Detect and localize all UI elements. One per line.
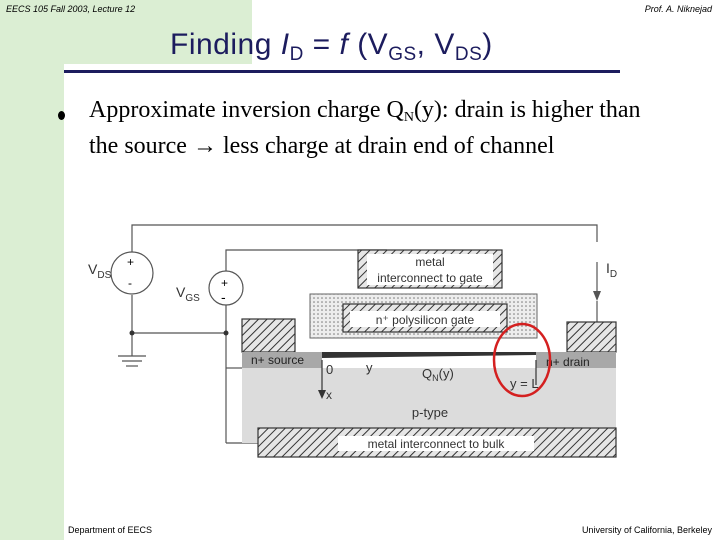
bullet-icon [58, 111, 65, 120]
y-equals-l-label: y = L [510, 376, 539, 391]
bullet-text: Approximate inversion charge QN(y): drai… [89, 96, 669, 161]
vds-plus: + [127, 255, 134, 269]
title-f: f [339, 28, 349, 61]
title-rule [64, 70, 620, 73]
p-type-label: p-type [412, 405, 448, 420]
vds-source-icon [110, 251, 154, 295]
source-region [242, 352, 322, 368]
slide-title: Finding ID = f (VGS, VDS) [170, 28, 493, 66]
title-i-sub: D [289, 44, 304, 65]
inversion-charge [322, 352, 536, 358]
source-label: n+ source [251, 353, 304, 367]
drain-contact [566, 321, 617, 353]
origin-label: 0 [326, 362, 333, 377]
title-i: I [280, 28, 290, 61]
vgs-plus: + [221, 276, 228, 290]
vgs-label: VGS [176, 284, 200, 304]
vds-minus: - [128, 276, 132, 290]
node-dot [129, 330, 135, 336]
qn-label: QN(y) [422, 366, 454, 383]
bullet-part-c: less charge at drain end of channel [216, 133, 555, 159]
ground-icon [118, 355, 146, 367]
title-prefix: Finding [170, 28, 281, 61]
footer-university: University of California, Berkeley [581, 525, 712, 535]
footer-department: Department of EECS [68, 525, 153, 535]
title-equals: = [303, 28, 340, 61]
title-comma: , V [416, 28, 455, 61]
drain-end-highlight [492, 322, 552, 398]
course-label: EECS 105 Fall 2003, Lecture 12 [6, 4, 136, 14]
x-axis-label: x [326, 388, 332, 402]
sidebar-accent [0, 64, 64, 540]
y-axis-label: y [366, 360, 373, 375]
poly-gate-label: n⁺ polysilicon gate [376, 313, 475, 327]
title-ds-sub: DS [454, 44, 483, 65]
vgs-source-icon [208, 270, 244, 306]
source-contact [241, 318, 296, 353]
title-paren-open: (V [348, 28, 389, 61]
drain-region [536, 352, 616, 368]
id-label: ID [606, 260, 617, 280]
bulk-label: metal interconnect to bulk [368, 437, 506, 451]
metal-label-box [367, 254, 493, 285]
node-dot [223, 330, 229, 336]
bullet-part-a: Approximate inversion charge Q [89, 97, 404, 123]
vgs-minus: - [221, 289, 226, 305]
x-axis-arrow-icon [318, 360, 326, 399]
title-gs-sub: GS [388, 44, 417, 65]
title-paren-close: ) [482, 28, 493, 61]
bullet-q-sub: N [403, 110, 414, 125]
id-arrow-icon [593, 262, 601, 301]
poly-label-box [350, 311, 500, 327]
bulk-label-box [338, 436, 534, 451]
header-accent [0, 0, 252, 64]
vds-label: VDS [88, 261, 112, 281]
bullet-part-b: (y): drain is higher than the source [89, 97, 641, 159]
metal-label-line2: interconnect to gate [377, 271, 483, 285]
arrow-icon: → [192, 133, 217, 159]
drain-label: n+ drain [546, 355, 590, 369]
author-label: Prof. A. Niknejad [644, 4, 712, 14]
metal-label-line1: metal [415, 255, 444, 269]
